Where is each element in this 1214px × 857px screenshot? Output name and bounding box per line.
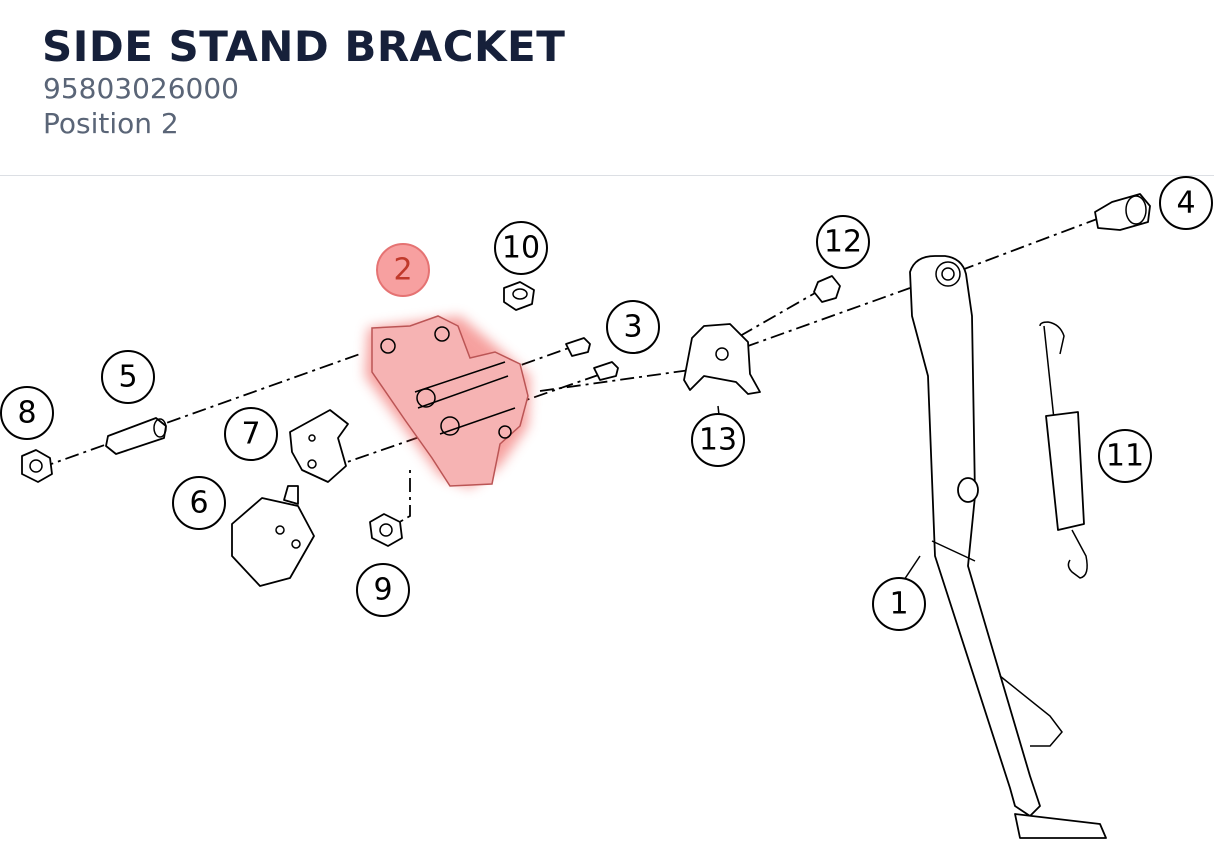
callout-8[interactable]: 8: [0, 386, 54, 440]
part-4-pivot-bolt[interactable]: [1094, 193, 1151, 231]
part-8-nut[interactable]: [21, 449, 53, 483]
part-1-side-stand[interactable]: [909, 255, 1107, 839]
callout-13[interactable]: 13: [691, 413, 745, 467]
part-12-bolt[interactable]: [813, 275, 841, 303]
svg-text:11: 11: [1106, 439, 1144, 474]
part-6-sidestand-switch[interactable]: [231, 485, 315, 587]
page-header: SIDE STAND BRACKET 95803026000 Position …: [0, 0, 1214, 176]
position-label: Position 2: [43, 107, 179, 140]
svg-text:10: 10: [502, 231, 540, 266]
svg-text:9: 9: [373, 573, 392, 608]
diagram-canvas: 1 2 3 4 5 6 7 8 9 10 11 12 13: [0, 176, 1213, 839]
callout-11[interactable]: 11: [1098, 429, 1152, 483]
part-10-nut[interactable]: [503, 281, 535, 311]
callout-7[interactable]: 7: [224, 407, 278, 461]
callout-12[interactable]: 12: [816, 215, 870, 269]
svg-text:5: 5: [118, 360, 137, 395]
svg-text:4: 4: [1176, 186, 1195, 221]
svg-text:6: 6: [189, 486, 208, 521]
svg-text:7: 7: [241, 417, 260, 452]
part-9-nut[interactable]: [369, 513, 403, 547]
callout-3[interactable]: 3: [606, 300, 660, 354]
callout-1[interactable]: 1: [872, 577, 926, 631]
callout-5[interactable]: 5: [101, 350, 155, 404]
part-11-spring[interactable]: [1039, 321, 1088, 579]
part-5-bushing[interactable]: [105, 417, 167, 455]
leader-lines: [717, 405, 921, 587]
callout-9[interactable]: 9: [356, 563, 410, 617]
callout-4[interactable]: 4: [1159, 176, 1213, 230]
svg-text:8: 8: [17, 396, 36, 431]
svg-text:1: 1: [889, 587, 908, 622]
callout-10[interactable]: 10: [494, 221, 548, 275]
exploded-parts-diagram: 1 2 3 4 5 6 7 8 9 10 11 12 13: [0, 176, 1214, 853]
callout-2[interactable]: 2: [376, 243, 430, 297]
svg-text:3: 3: [623, 310, 642, 345]
svg-text:2: 2: [393, 253, 412, 288]
callout-6[interactable]: 6: [172, 476, 226, 530]
part-13-plate[interactable]: [683, 323, 761, 395]
part-3-screws[interactable]: [565, 337, 619, 381]
page-title: SIDE STAND BRACKET: [42, 22, 566, 71]
part-number: 95803026000: [43, 72, 239, 105]
part-7-switch-bracket[interactable]: [289, 409, 349, 483]
part-2-side-stand-bracket[interactable]: [365, 315, 530, 488]
svg-text:13: 13: [699, 423, 737, 458]
svg-text:12: 12: [824, 225, 862, 260]
